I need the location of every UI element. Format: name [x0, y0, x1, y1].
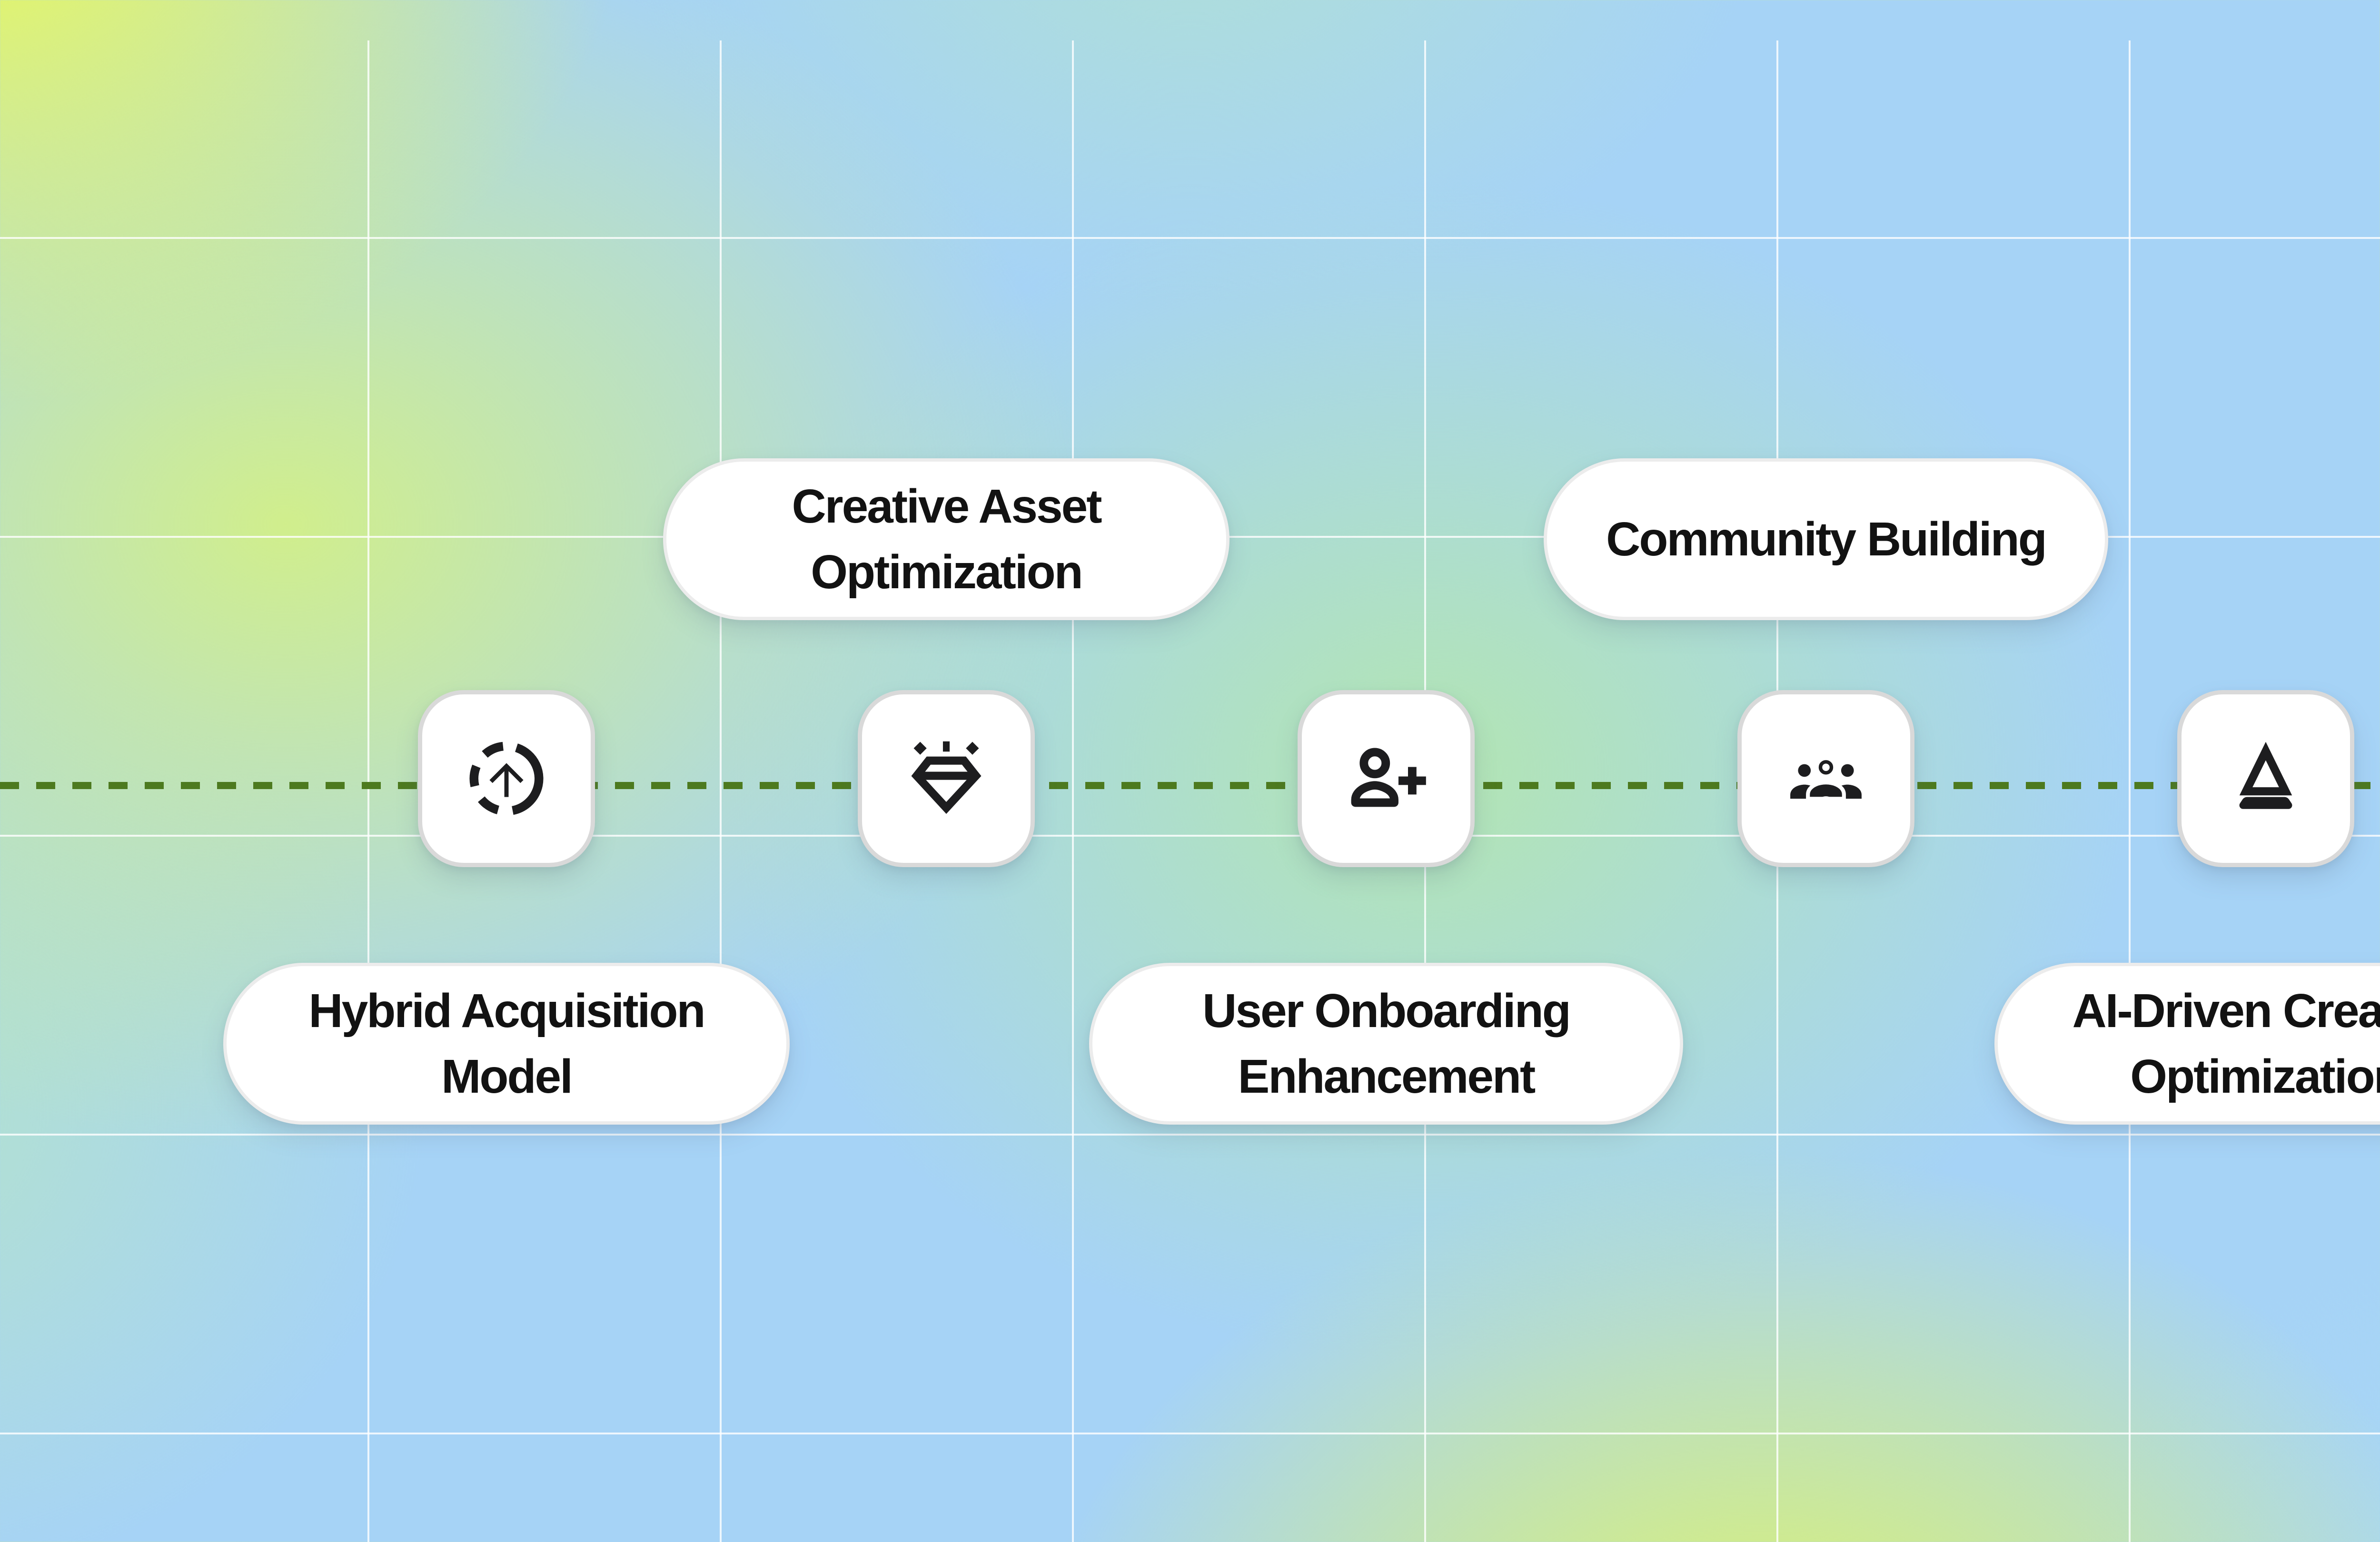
milestone-card-creative-asset: [858, 690, 1035, 867]
label-line: User Onboarding: [1202, 984, 1571, 1038]
label-line: Optimization: [2130, 1050, 2380, 1103]
groups-icon: [1784, 736, 1868, 821]
arrow-up-progress-circle-icon: [464, 736, 549, 821]
milestone-label-community-building: Community Building: [1544, 458, 2108, 620]
milestone-card-community-building: [1737, 690, 1914, 867]
label-line: Enhancement: [1238, 1050, 1536, 1103]
gem-sparkle-icon: [904, 736, 989, 821]
grid-line-vertical: [2129, 40, 2131, 1542]
grid-line-horizontal: [0, 1433, 2380, 1434]
label-line: Community Building: [1606, 513, 2047, 566]
milestone-label-hybrid-acquisition-model: Hybrid Acquisition Model: [223, 963, 790, 1125]
label-line: Model: [441, 1050, 573, 1103]
grid-line-vertical: [1072, 40, 1074, 1542]
milestone-label-ai-driven-creative-optimization: AI-Driven Creative Optimization: [1994, 963, 2380, 1125]
grid-line-vertical: [720, 40, 722, 1542]
milestone-card-user-onboarding: [1298, 690, 1475, 867]
label-line: Hybrid Acquisition: [308, 984, 705, 1038]
milestone-label-user-onboarding-enhancement: User Onboarding Enhancement: [1089, 963, 1683, 1125]
person-add-icon: [1344, 736, 1428, 821]
milestone-card-ai-creative: [2177, 690, 2354, 867]
milestone-label-creative-asset-optimization: Creative Asset Optimization: [663, 458, 1230, 620]
timeline-dashed-line: [0, 782, 2380, 789]
grid-line-horizontal: [0, 835, 2380, 837]
cone-triangle-icon: [2223, 736, 2308, 821]
grid-line-vertical: [367, 40, 369, 1542]
grid-line-horizontal: [0, 1134, 2380, 1136]
label-line: Optimization: [811, 545, 1083, 599]
milestone-card-hybrid-acquisition: [418, 690, 595, 867]
label-line: Creative Asset: [792, 480, 1102, 533]
label-line: AI-Driven Creative: [2072, 984, 2380, 1038]
grid-line-horizontal: [0, 237, 2380, 239]
